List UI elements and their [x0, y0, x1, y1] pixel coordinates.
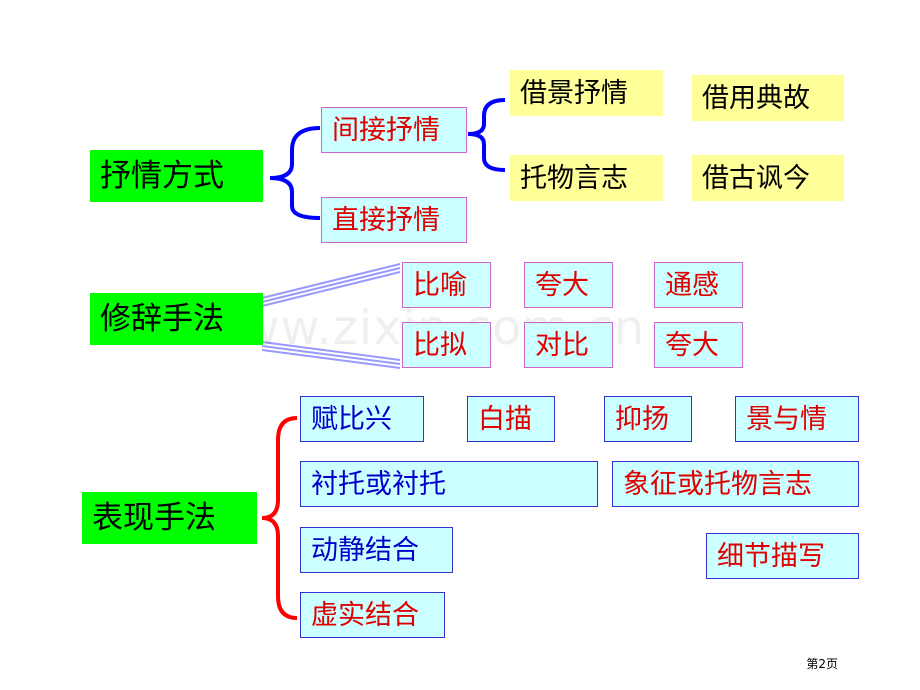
technique-history: 借古讽今	[692, 155, 844, 201]
rhetoric-item: 对比	[524, 322, 613, 368]
category-rhetoric: 修辞手法	[90, 293, 263, 345]
rhetoric-item: 比拟	[402, 322, 491, 368]
rhetoric-item: 比喻	[402, 262, 491, 308]
expression-item: 赋比兴	[300, 396, 424, 442]
expression-item: 衬托或衬托	[300, 461, 598, 507]
expression-item: 细节描写	[706, 533, 859, 579]
category-emotion: 抒情方式	[90, 150, 263, 202]
expression-item: 景与情	[735, 396, 859, 442]
rhetoric-item: 通感	[654, 262, 743, 308]
brace-emotion	[269, 126, 321, 220]
rhetoric-item: 夸大	[524, 262, 613, 308]
direct-emotion: 直接抒情	[321, 197, 467, 243]
technique-scenery: 借景抒情	[510, 70, 663, 116]
expression-item: 虚实结合	[300, 592, 445, 638]
technique-object: 托物言志	[510, 155, 663, 201]
expression-item: 动静结合	[300, 527, 453, 573]
rhetoric-connector	[261, 263, 401, 369]
expression-item: 抑扬	[604, 396, 692, 442]
indirect-emotion: 间接抒情	[321, 107, 467, 153]
rhetoric-item: 夸大	[654, 322, 743, 368]
expression-item: 白描	[467, 396, 555, 442]
expression-item: 象征或托物言志	[612, 461, 859, 507]
page-number: 第2页	[806, 657, 838, 671]
category-expression: 表现手法	[82, 492, 257, 544]
brace-expression	[261, 416, 298, 620]
brace-indirect	[467, 98, 506, 172]
technique-allusion: 借用典故	[692, 75, 844, 121]
